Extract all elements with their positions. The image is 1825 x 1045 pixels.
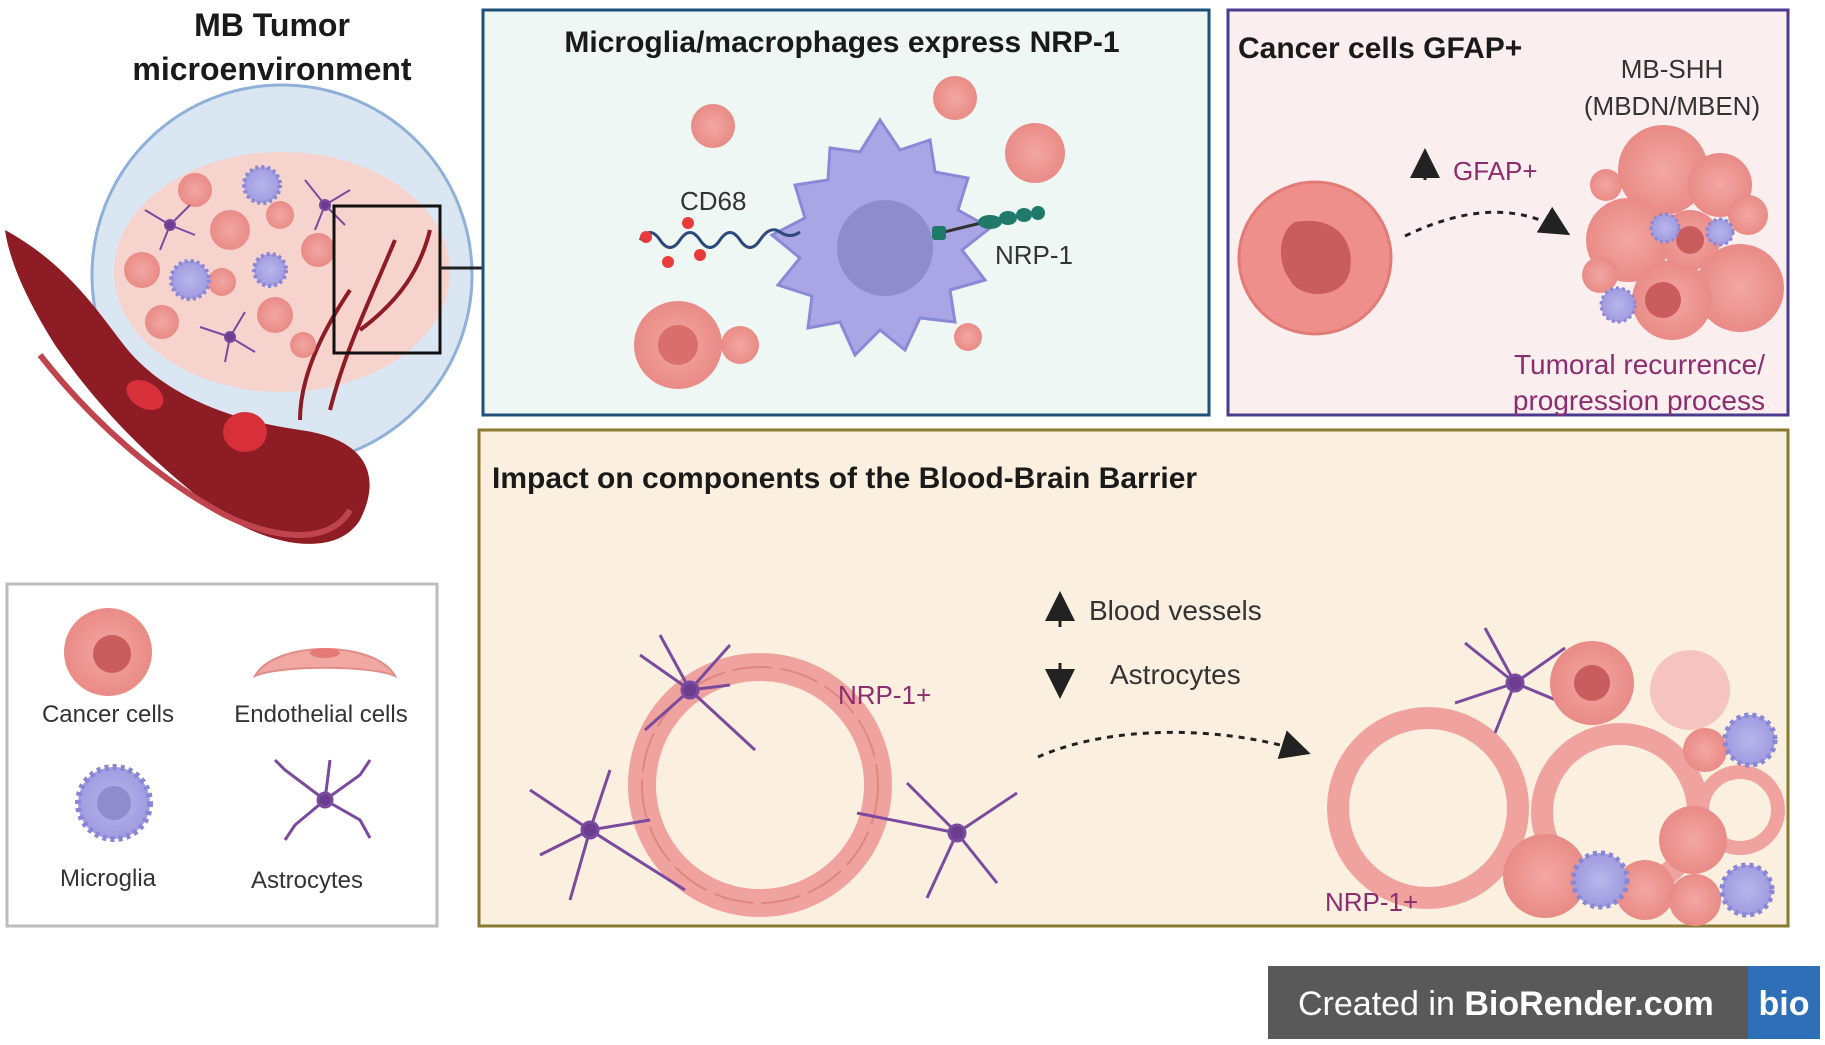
right-tumor-cells <box>1503 641 1778 926</box>
label-astrocytes-change: Astrocytes <box>1110 659 1241 690</box>
label-recurrence-line2: progression process <box>1513 385 1765 416</box>
legend-microglia-icon <box>75 764 153 842</box>
legend-label-microglia: Microglia <box>60 865 157 892</box>
label-mbdn-mben: (MBDN/MBEN) <box>1584 91 1760 121</box>
right-astrocyte <box>1454 627 1576 734</box>
cd68-chain <box>638 228 801 249</box>
mini-microglia <box>169 165 288 301</box>
label-recurrence-line1: Tumoral recurrence/ <box>1514 349 1765 380</box>
panel-microglia: Microglia/macrophages express NRP-1 CD68… <box>481 8 1211 417</box>
tumor-cluster <box>1582 125 1784 340</box>
cd68-glycan <box>694 249 706 261</box>
title-line2: microenvironment <box>132 51 412 87</box>
label-nrp1-right: NRP-1+ <box>1325 887 1418 917</box>
badge-text: Created in BioRender.com <box>1298 985 1714 1023</box>
nrp1-receptor <box>932 206 1045 240</box>
legend-label-cancer: Cancer cells <box>42 701 174 728</box>
cd68-glycan <box>640 231 652 243</box>
legend-label-endothelial: Endothelial cells <box>234 701 407 728</box>
biorender-logo <box>1748 966 1820 1039</box>
tumor-microenvironment-illustration <box>5 83 474 544</box>
zoom-box <box>332 204 442 355</box>
panel-bbb-heading: Impact on components of the Blood-Brain … <box>492 462 1197 495</box>
panel-cancer-heading: Cancer cells GFAP+ <box>1238 32 1522 65</box>
label-cd68: CD68 <box>680 186 746 216</box>
legend: Cancer cells Endothelial cells Microglia… <box>5 582 439 928</box>
gfap-cancer-cell <box>1237 180 1393 336</box>
label-nrp1: NRP-1 <box>995 240 1073 270</box>
cd68-glycan <box>682 217 694 229</box>
label-gfap-increase: GFAP+ <box>1453 156 1538 186</box>
large-microglia-cell <box>769 117 993 358</box>
label-mb-shh: MB-SHH <box>1621 54 1724 84</box>
mini-cancer-cells <box>124 173 335 358</box>
left-astrocytes <box>529 634 1018 901</box>
biorender-badge[interactable]: Created in BioRender.com bio <box>1268 966 1820 1039</box>
progression-dashed-arrow <box>1404 206 1571 238</box>
mini-astrocytes <box>144 179 351 363</box>
panel-microglia-cancer-cells <box>634 76 1065 389</box>
label-blood-vessels: Blood vessels <box>1089 595 1262 626</box>
label-nrp1-left: NRP-1+ <box>838 680 931 710</box>
left-blood-vessel <box>628 653 892 917</box>
legend-astrocyte-icon <box>273 758 372 841</box>
legend-endothelial-icon <box>252 648 398 679</box>
biorender-logo-text: bio <box>1759 985 1810 1023</box>
panel-bbb: Impact on components of the Blood-Brain … <box>477 428 1790 928</box>
panel-microglia-heading: Microglia/macrophages express NRP-1 <box>564 26 1119 59</box>
cd68-glycan <box>662 256 674 268</box>
title-line1: MB Tumor <box>194 7 350 43</box>
legend-label-astrocytes: Astrocytes <box>251 867 363 894</box>
panel-cancer-gfap: Cancer cells GFAP+ MB-SHH (MBDN/MBEN) GF… <box>1226 8 1790 417</box>
legend-cancer-icon <box>64 608 152 696</box>
